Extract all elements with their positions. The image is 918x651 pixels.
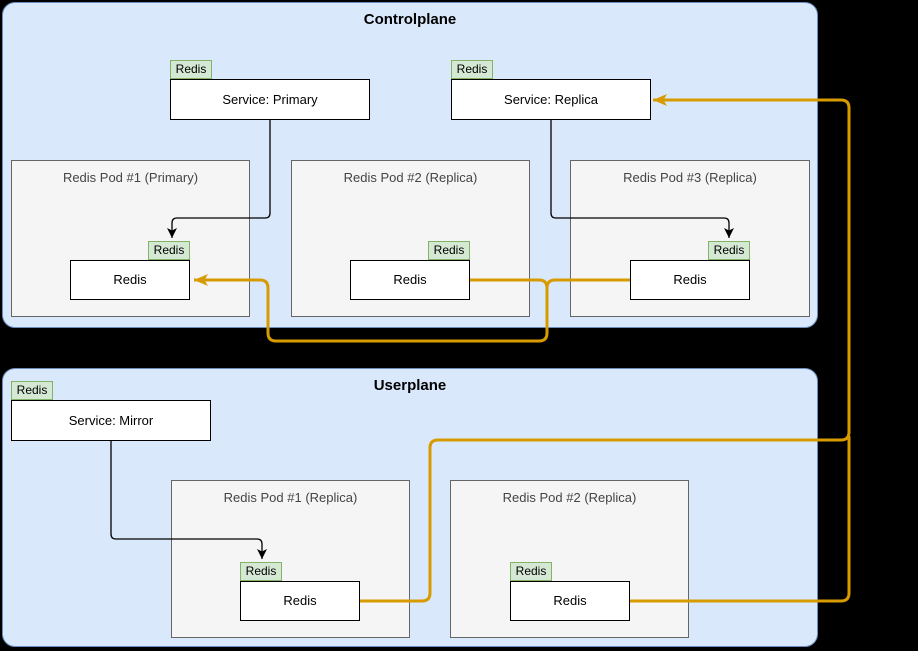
- userplane-title: Userplane: [373, 377, 447, 394]
- cp-pod-2-redis-box: Redis: [350, 260, 470, 300]
- service-mirror-box: Service: Mirror: [11, 400, 211, 441]
- up-pod-1-redis-box: Redis: [240, 581, 360, 621]
- cp-pod-3-redis-tab: Redis: [708, 241, 750, 260]
- service-mirror-tab: Redis: [11, 381, 53, 400]
- up-pod-2-redis-box: Redis: [510, 581, 630, 621]
- cp-pod-2-redis-tab: Redis: [428, 241, 470, 260]
- service-primary-box: Service: Primary: [170, 79, 370, 120]
- controlplane-title: Controlplane: [363, 11, 457, 28]
- up-pod-1-title: Redis Pod #1 (Replica): [223, 490, 358, 505]
- cp-pod-1-redis-box: Redis: [70, 260, 190, 300]
- service-primary-tab: Redis: [170, 60, 212, 79]
- cp-pod-1-title: Redis Pod #1 (Primary): [62, 170, 199, 185]
- up-pod-1-redis-tab: Redis: [240, 562, 282, 581]
- cp-pod-3-redis-box: Redis: [630, 260, 750, 300]
- cp-pod-1-redis-tab: Redis: [148, 241, 190, 260]
- cp-pod-3-title: Redis Pod #3 (Replica): [623, 170, 757, 185]
- cp-pod-2-title: Redis Pod #2 (Replica): [343, 170, 478, 185]
- up-pod-2-title: Redis Pod #2 (Replica): [502, 490, 637, 505]
- service-replica-box: Service: Replica: [451, 79, 651, 120]
- service-replica-tab: Redis: [451, 60, 493, 79]
- up-pod-2-redis-tab: Redis: [510, 562, 552, 581]
